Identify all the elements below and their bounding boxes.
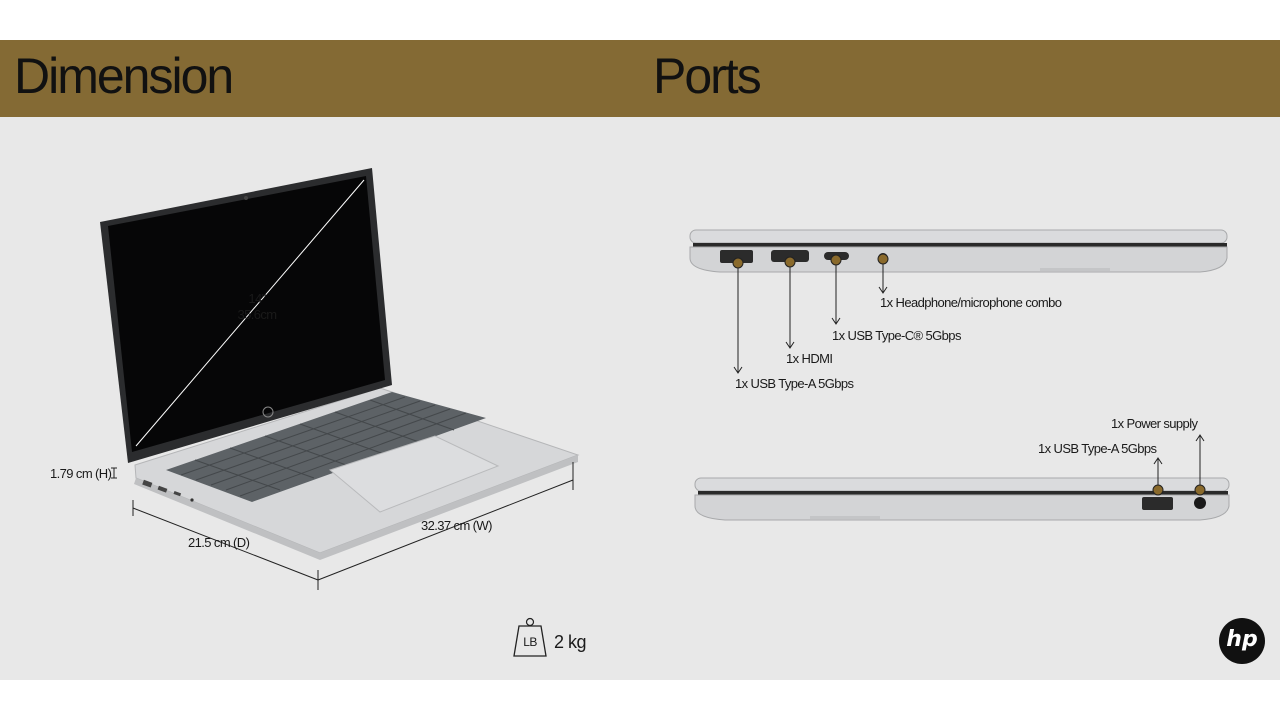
port-label-usb-a-left: 1x USB Type-A 5Gbps [735,376,854,391]
screen-size-cm-label: 35.6cm [237,307,277,322]
hp-logo-text: hp [1226,627,1258,652]
right-port-markers [1152,434,1206,496]
port-label-hdmi: 1x HDMI [786,351,833,366]
header-band [0,40,1280,117]
weight-icon [513,617,547,657]
dimension-lines [111,462,574,590]
top-margin [0,0,1280,40]
laptop-illustration [100,168,580,560]
weight-icon-label: LB [523,635,537,649]
height-label: 1.79 cm (H) [50,466,112,481]
ports-title: Ports [653,48,762,104]
hp-logo [1219,618,1265,664]
dimension-title: Dimension [14,48,234,104]
port-label-audio: 1x Headphone/microphone combo [880,295,1062,310]
left-port-markers [732,253,889,374]
depth-label: 21.5 cm (D) [188,535,250,550]
laptop-left-side-view [689,229,1228,273]
port-label-power: 1x Power supply [1111,416,1198,431]
port-label-usb-c: 1x USB Type-C® 5Gbps [832,328,961,343]
bottom-margin [0,680,1280,720]
port-label-usb-a-right: 1x USB Type-A 5Gbps [1038,441,1157,456]
screen-size-in-label: 14" [248,291,266,306]
weight-label: 2 kg [554,632,587,652]
width-label: 32.37 cm (W) [421,518,492,533]
laptop-right-side-view [694,477,1230,521]
